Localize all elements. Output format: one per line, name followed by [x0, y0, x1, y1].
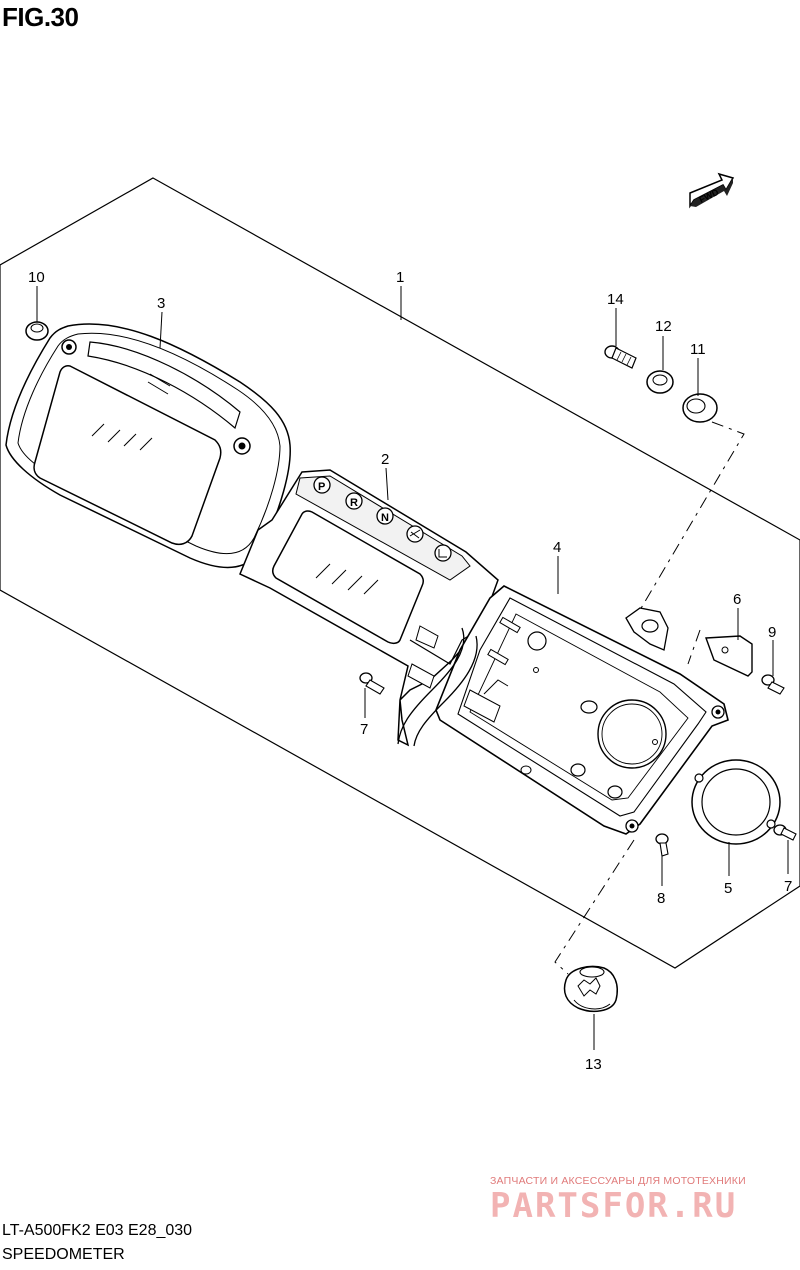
part-7-screw — [359, 672, 385, 695]
callout-3: 3 — [157, 295, 165, 312]
gear-indicator-n: N — [381, 512, 389, 524]
callout-8: 8 — [657, 890, 665, 907]
callout-9: 9 — [768, 624, 776, 641]
part-5-ring — [691, 759, 781, 845]
callout-1: 1 — [396, 269, 404, 286]
watermark-tagline: ЗАПЧАСТИ И АКСЕССУАРЫ ДЛЯ МОТОТЕХНИКИ — [490, 1175, 746, 1187]
part-14-screw — [604, 345, 637, 369]
gear-indicator-symbol — [438, 549, 447, 558]
part-13-bulb-socket — [563, 965, 618, 1013]
part-4-meter-case — [397, 585, 729, 835]
gear-indicator-symbol — [409, 529, 421, 539]
part-9-screw — [761, 674, 785, 695]
callout-5: 5 — [724, 880, 732, 897]
part-3-meter-cover — [5, 323, 291, 569]
callout-2: 2 — [381, 451, 389, 468]
part-8-screw — [655, 833, 669, 857]
callout-10: 10 — [28, 269, 45, 286]
callout-14: 14 — [607, 291, 624, 308]
leader-lines — [36, 286, 789, 1050]
watermark-brand: PARTSFOR.RU — [490, 1186, 738, 1226]
part-10-grommet — [25, 321, 49, 341]
assembly-boundary — [0, 177, 800, 969]
fwd-arrow-icon: FWD — [689, 172, 735, 209]
gear-indicator-p: P — [318, 481, 325, 493]
model-code: LT-A500FK2 E03 E28_030 — [2, 1222, 193, 1239]
part-12-washer — [646, 370, 674, 394]
gear-indicator-r: R — [350, 497, 358, 509]
part-6-plate — [705, 635, 753, 677]
callout-4: 4 — [553, 539, 561, 556]
part-2-indicator-frame: P R N — [239, 469, 499, 747]
callout-11: 11 — [690, 341, 706, 358]
part-7-screw — [773, 824, 797, 841]
figure-title: FIG.30 — [2, 2, 79, 32]
part-11-bushing — [682, 393, 718, 423]
callout-12: 12 — [655, 318, 672, 335]
callout-7-right: 7 — [784, 878, 792, 895]
installation-lines — [554, 421, 745, 975]
callout-13: 13 — [585, 1056, 602, 1073]
callout-7-left: 7 — [360, 721, 368, 738]
callout-6: 6 — [733, 591, 741, 608]
section-name: SPEEDOMETER — [2, 1246, 125, 1263]
